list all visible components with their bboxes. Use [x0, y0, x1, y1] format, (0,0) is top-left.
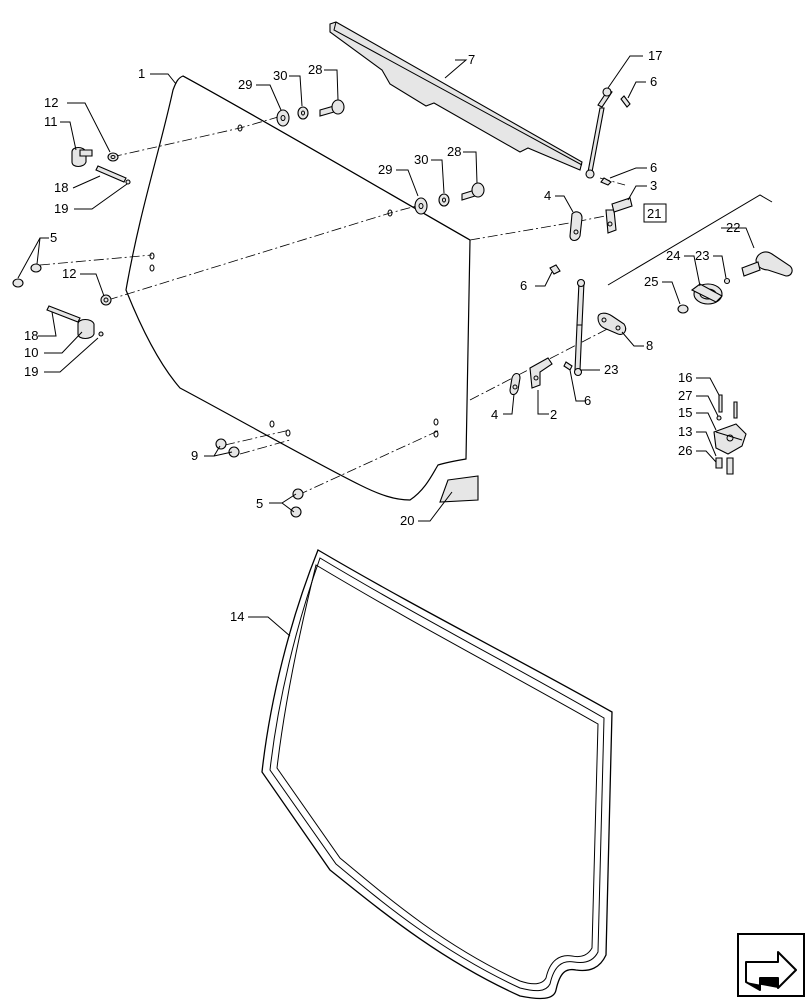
top-seal-strip	[329, 21, 583, 171]
pin-19-upper	[125, 179, 131, 185]
callout-19-lower: 19	[24, 364, 38, 379]
callout-numbers: 1 2 3 4 4 5 5 6 6 6 6 7 8 9 10 11 12 12 …	[24, 48, 740, 624]
callout-12-lower: 12	[62, 266, 76, 281]
callout-14: 14	[230, 609, 244, 624]
hinge-clip-11	[71, 146, 93, 168]
washer-23-handle	[723, 277, 731, 285]
windshield-glass	[125, 75, 471, 501]
foam-pad-20	[439, 475, 479, 503]
grommet-5-left	[12, 263, 42, 288]
callout-7: 7	[468, 52, 475, 67]
plate-8	[597, 312, 627, 335]
glass-seal-frame	[261, 549, 613, 1000]
washer-12-lower	[100, 294, 112, 306]
callout-28-middle: 28	[447, 144, 461, 159]
callout-23-strut: 23	[604, 362, 618, 377]
next-page-arrow-icon[interactable]	[737, 933, 805, 997]
callout-26: 26	[678, 443, 692, 458]
callout-5-left: 5	[50, 230, 57, 245]
callout-4-upper: 4	[544, 188, 551, 203]
callout-2: 2	[550, 407, 557, 422]
callout-4-lower: 4	[491, 407, 498, 422]
screw-25	[677, 304, 689, 314]
callout-18-upper: 18	[54, 180, 68, 195]
callout-29-middle: 29	[378, 162, 392, 177]
callout-17: 17	[648, 48, 662, 63]
callout-23-handle: 23	[695, 248, 709, 263]
washer-12-upper	[107, 152, 119, 162]
plate-4-upper	[569, 211, 583, 242]
callout-10: 10	[24, 345, 38, 360]
grommets-5-lower	[290, 488, 304, 518]
callout-30-upper: 30	[273, 68, 287, 83]
hardware-upper-row	[276, 99, 345, 127]
callout-8: 8	[646, 338, 653, 353]
callout-28-upper: 28	[308, 62, 322, 77]
leader-lines	[17, 55, 755, 637]
hardware-middle-row	[414, 182, 485, 215]
callout-13: 13	[678, 424, 692, 439]
callout-27: 27	[678, 388, 692, 403]
callout-6-top: 6	[650, 74, 657, 89]
callout-21-box: 21	[643, 203, 667, 223]
callout-12-upper: 12	[44, 95, 58, 110]
handle-seal-24	[690, 283, 723, 305]
callout-18-lower: 18	[24, 328, 38, 343]
grommets-9	[215, 438, 240, 458]
callout-30-middle: 30	[414, 152, 428, 167]
callout-16: 16	[678, 370, 692, 385]
callout-19-upper: 19	[54, 201, 68, 216]
callout-11: 11	[44, 114, 58, 129]
bracket-2	[529, 357, 553, 389]
gas-strut-upper	[585, 87, 631, 186]
callout-1: 1	[138, 66, 145, 81]
callout-6-lower: 6	[584, 393, 591, 408]
gas-strut-lower	[549, 264, 586, 377]
callout-3: 3	[650, 178, 657, 193]
callout-20: 20	[400, 513, 414, 528]
plate-4-lower	[509, 372, 521, 396]
handle-assembly-bracket-lines	[607, 194, 773, 286]
callout-5-lower: 5	[256, 496, 263, 511]
callout-6-mid: 6	[650, 160, 657, 175]
callout-9: 9	[191, 448, 198, 463]
callout-21: 21	[647, 206, 661, 221]
latch-15	[713, 423, 747, 455]
callout-6-left: 6	[520, 278, 527, 293]
callout-15: 15	[678, 405, 692, 420]
callout-24: 24	[666, 248, 680, 263]
pin-19-lower	[98, 331, 104, 337]
callout-22: 22	[726, 220, 740, 235]
glass-mounting-holes	[149, 124, 439, 438]
screws-latch	[715, 394, 738, 475]
pin-18-upper	[95, 165, 127, 183]
hinge-clip-10	[77, 318, 95, 340]
callout-25: 25	[644, 274, 658, 289]
callout-29-upper: 29	[238, 77, 252, 92]
handle-22	[741, 251, 793, 277]
screw-6-lower	[563, 361, 573, 371]
bracket-3	[605, 197, 633, 234]
